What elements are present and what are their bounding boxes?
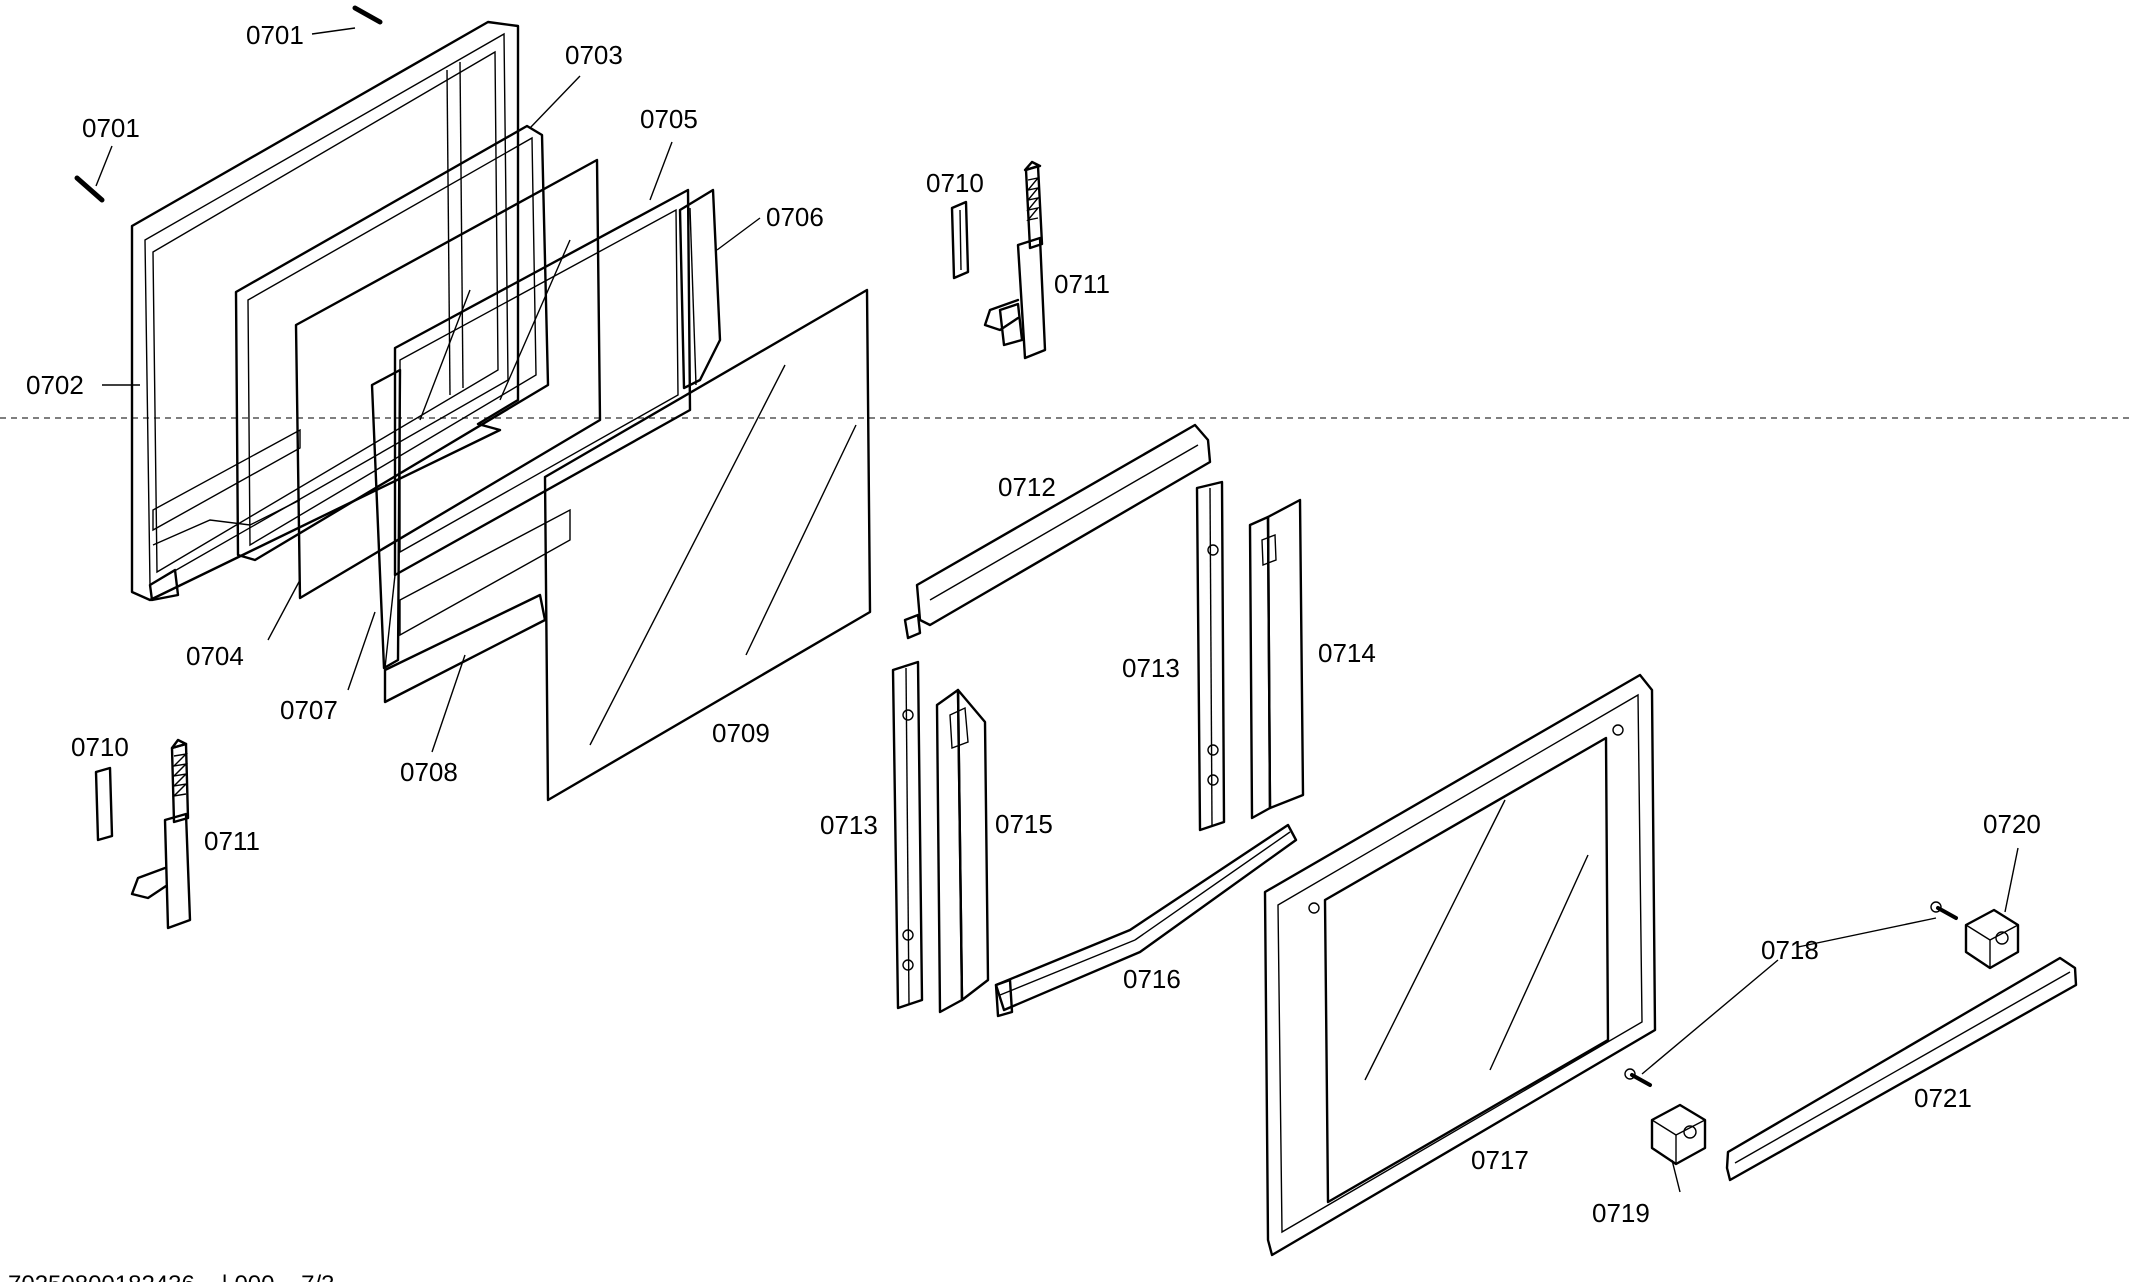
handle-mount-right bbox=[1964, 908, 2020, 970]
label-0711-top: 0711 bbox=[1054, 269, 1110, 299]
label-0705: 0705 bbox=[640, 104, 698, 134]
bottom-panel-part bbox=[383, 593, 547, 704]
part-labels: 0701 0701 0702 0703 0704 0705 0706 0707 … bbox=[26, 20, 2041, 1228]
side-rail-left bbox=[891, 660, 924, 1010]
door-frame-part bbox=[130, 20, 520, 602]
label-0720: 0720 bbox=[1983, 809, 2041, 839]
label-0710-top: 0710 bbox=[926, 168, 984, 198]
glass-frame-part bbox=[370, 188, 692, 670]
gasket-part bbox=[234, 124, 550, 562]
outer-door-part bbox=[1263, 673, 1657, 1257]
hinge-assembly-top bbox=[983, 160, 1047, 360]
outer-glass-part bbox=[543, 288, 872, 802]
hinge-pin-left bbox=[74, 175, 105, 203]
side-strip-left-part bbox=[935, 688, 990, 1014]
label-0712: 0712 bbox=[998, 472, 1056, 502]
handle-bar-part bbox=[1725, 956, 2078, 1182]
side-rail-right bbox=[1195, 480, 1226, 832]
label-0707: 0707 bbox=[280, 695, 338, 725]
label-0711-bottom: 0711 bbox=[204, 826, 260, 856]
handle-mount-left bbox=[1650, 1103, 1707, 1166]
document-footer: 70250800182436 | 000 7/3 bbox=[8, 1271, 335, 1282]
label-0710-bottom: 0710 bbox=[71, 732, 129, 762]
label-0713-right: 0713 bbox=[1122, 653, 1180, 683]
label-0715: 0715 bbox=[995, 809, 1053, 839]
screw-right bbox=[1930, 901, 1958, 920]
label-0719: 0719 bbox=[1592, 1198, 1650, 1228]
leader-lines bbox=[95, 27, 2019, 1193]
label-0709: 0709 bbox=[712, 718, 770, 748]
label-0716: 0716 bbox=[1123, 964, 1181, 994]
label-0701-left: 0701 bbox=[82, 113, 140, 143]
label-0703: 0703 bbox=[565, 40, 623, 70]
label-0714: 0714 bbox=[1318, 638, 1376, 668]
label-0721: 0721 bbox=[1914, 1083, 1972, 1113]
label-0704: 0704 bbox=[186, 641, 244, 671]
label-0706: 0706 bbox=[766, 202, 824, 232]
cross-bar-part bbox=[994, 823, 1298, 1018]
label-0702: 0702 bbox=[26, 370, 84, 400]
label-0701-top: 0701 bbox=[246, 20, 304, 50]
hinge-pin-top bbox=[352, 5, 383, 25]
heat-shield-part bbox=[678, 188, 722, 390]
screw-left bbox=[1624, 1068, 1652, 1087]
label-0718: 0718 bbox=[1761, 935, 1819, 965]
label-0708: 0708 bbox=[400, 757, 458, 787]
label-0717: 0717 bbox=[1471, 1145, 1529, 1175]
hinge-bracket-top bbox=[950, 200, 970, 280]
top-profile-part bbox=[903, 423, 1212, 640]
hinge-assembly-bottom bbox=[130, 738, 192, 930]
hinge-bracket-bottom bbox=[94, 766, 114, 842]
label-0713-left: 0713 bbox=[820, 810, 878, 840]
side-strip-part bbox=[1248, 498, 1305, 820]
